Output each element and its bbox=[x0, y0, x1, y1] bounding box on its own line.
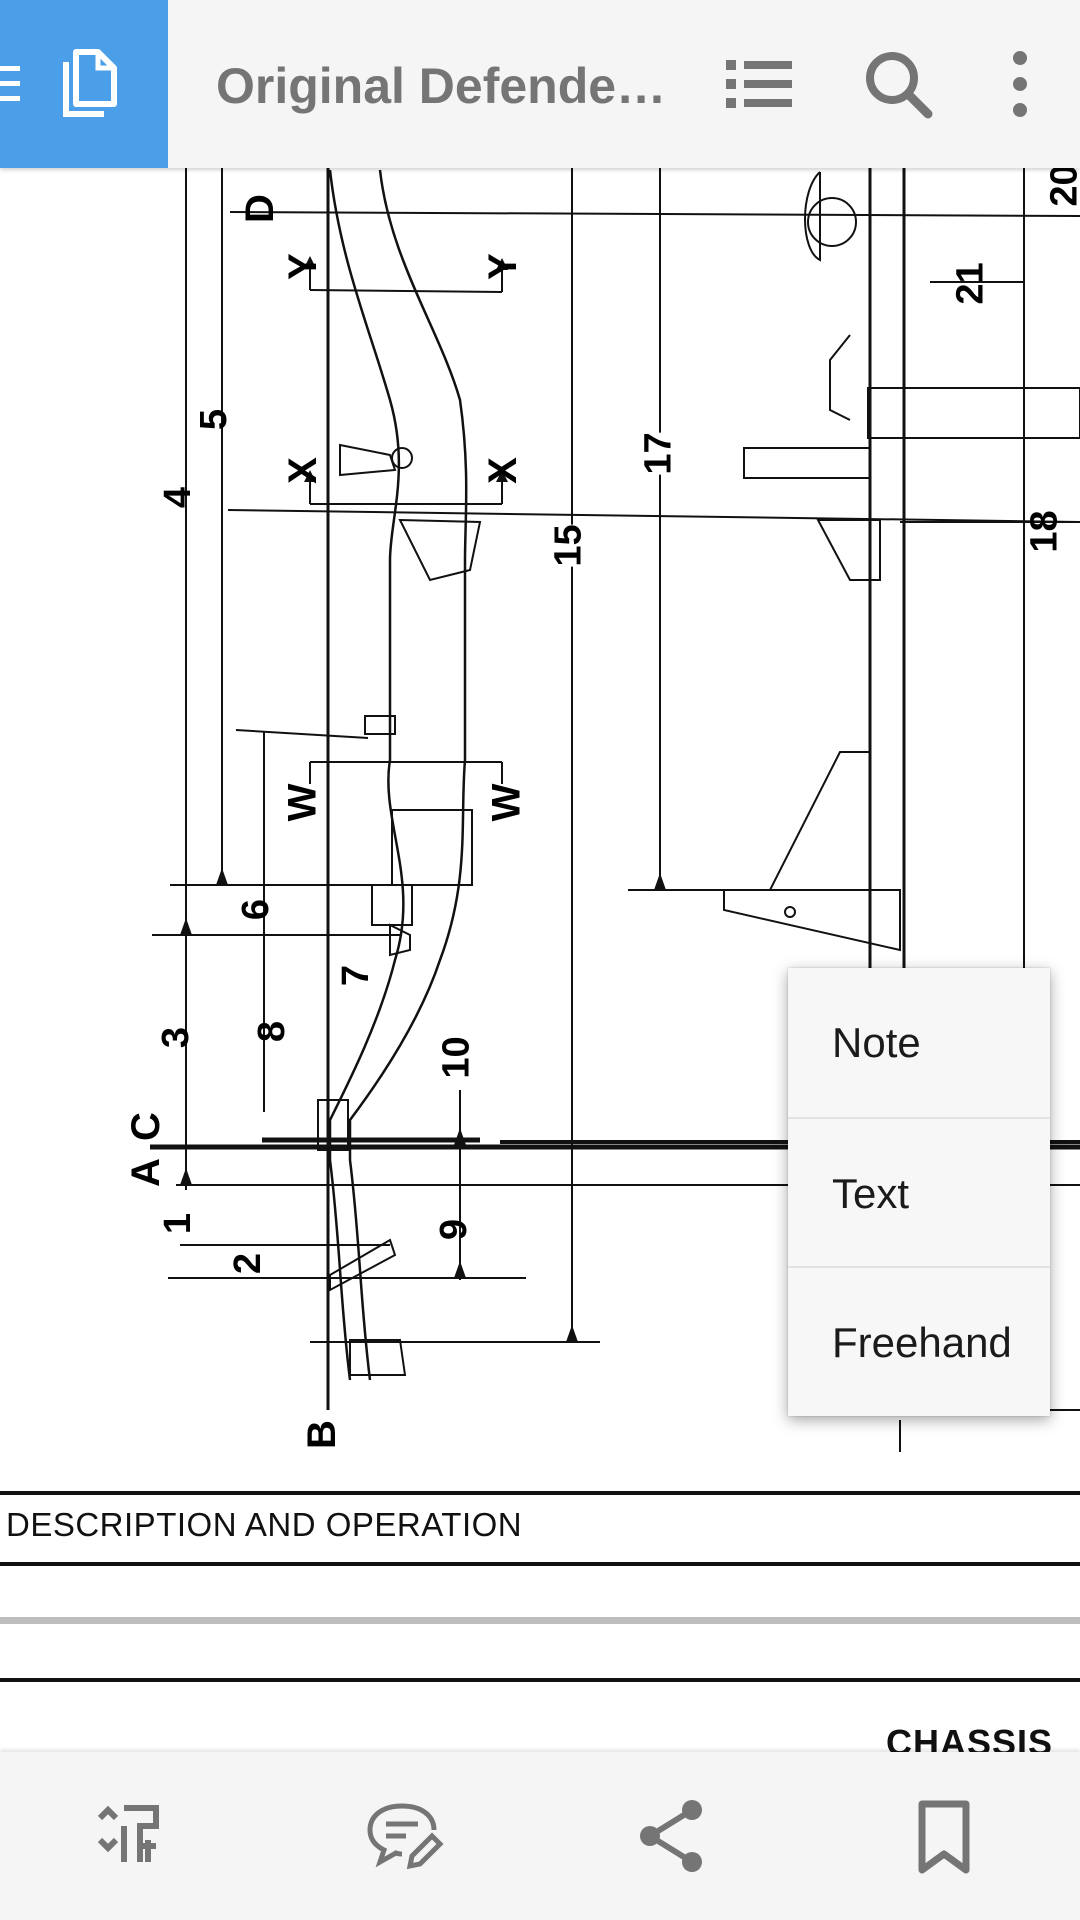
section-heading: DESCRIPTION AND OPERATION bbox=[6, 1506, 523, 1543]
section-rule-top bbox=[0, 1491, 1080, 1495]
dim-20: 20 bbox=[1043, 164, 1080, 207]
dim-8: 8 bbox=[251, 1020, 294, 1043]
dim-1: 1 bbox=[157, 1212, 200, 1235]
label-c: C bbox=[123, 1112, 168, 1141]
section-rule-bottom bbox=[0, 1562, 1080, 1566]
documents-button[interactable] bbox=[0, 0, 168, 168]
dim-21: 21 bbox=[949, 262, 992, 305]
label-x-left: X bbox=[280, 457, 325, 484]
annotate-comment-icon[interactable] bbox=[364, 1796, 444, 1876]
bottom-toolbar bbox=[0, 1752, 1080, 1920]
app-bar: Original Defende… bbox=[0, 0, 1080, 168]
chassis-technical-drawing bbox=[150, 168, 1080, 1452]
dim-17: 17 bbox=[637, 432, 681, 475]
search-icon[interactable] bbox=[858, 44, 938, 124]
dim-4: 4 bbox=[157, 486, 200, 509]
menu-item-freehand[interactable]: Freehand bbox=[788, 1266, 1050, 1417]
dim-2: 2 bbox=[227, 1252, 270, 1275]
more-vert-icon[interactable] bbox=[980, 44, 1060, 124]
bookmark-icon[interactable] bbox=[904, 1796, 984, 1876]
dim-7: 7 bbox=[335, 964, 378, 987]
menu-item-note[interactable]: Note bbox=[832, 1019, 921, 1066]
label-y-left: Y bbox=[280, 253, 325, 280]
reflow-icon[interactable] bbox=[90, 1796, 170, 1876]
dim-10: 10 bbox=[435, 1036, 478, 1079]
label-a: A bbox=[123, 1158, 168, 1187]
dim-9: 9 bbox=[433, 1218, 476, 1241]
dim-18: 18 bbox=[1023, 510, 1066, 553]
label-b: B bbox=[299, 1420, 344, 1449]
menu-item-text[interactable]: Text bbox=[788, 1117, 1050, 1268]
dim-6: 6 bbox=[235, 898, 278, 921]
annotation-menu: Note Text Freehand bbox=[788, 968, 1050, 1416]
outline-list-icon[interactable] bbox=[718, 44, 798, 124]
share-icon[interactable] bbox=[632, 1796, 712, 1876]
document-title: Original Defende… bbox=[216, 58, 667, 114]
label-d: D bbox=[237, 194, 282, 223]
label-y-right: Y bbox=[480, 253, 525, 280]
documents-icon bbox=[63, 49, 117, 117]
label-w-right: W bbox=[484, 783, 529, 822]
menu-icon bbox=[0, 66, 20, 101]
dim-15: 15 bbox=[547, 524, 591, 567]
page-rule bbox=[0, 1678, 1080, 1682]
page-gap bbox=[0, 1617, 1080, 1624]
dim-3: 3 bbox=[155, 1026, 198, 1049]
label-x-right: X bbox=[480, 457, 525, 484]
label-w-left: W bbox=[280, 783, 325, 822]
dim-5: 5 bbox=[193, 408, 236, 431]
